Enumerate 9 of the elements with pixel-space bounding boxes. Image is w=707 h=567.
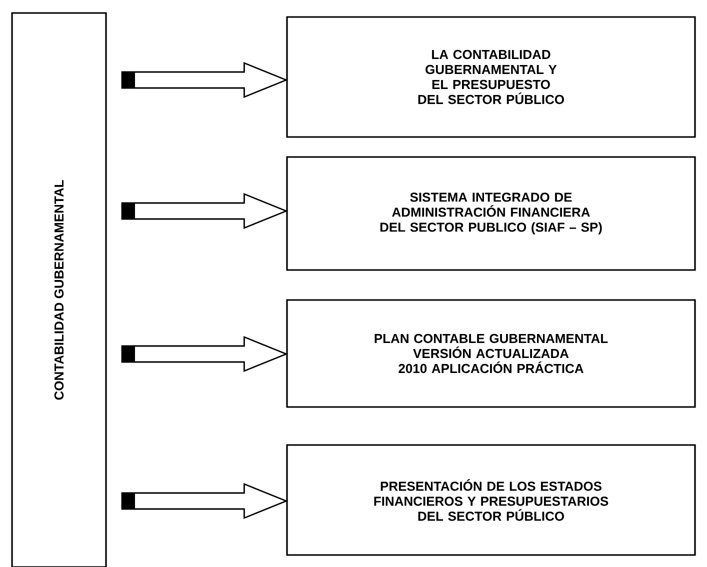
text-box: LA CONTABILIDAD GUBERNAMENTAL Y EL PRESUPUESTO DEL SECTOR PÚBLICO [286, 16, 696, 138]
block-arrow [121, 482, 288, 520]
text-box: SISTEMA INTEGRADO DE ADMINISTRACIÓN FINANCIERA DEL SECTOR PUBLICO (SIAF – SP) [286, 156, 696, 271]
block-arrow [121, 336, 288, 372]
block-arrow [121, 192, 288, 230]
text-box: PRESENTACIÓN DE LOS ESTADOS FINANCIEROS Y PRESUPUESTARIOS DEL SECTOR PÚBLICO [286, 444, 696, 556]
text-box: PLAN CONTABLE GUBERNAMENTAL VERSIÓN ACTUALIZADA 2010 APLICACIÓN PRÁCTICA [286, 299, 696, 408]
label-box: CONTABILIDAD GUBERNAMENTAL [11, 12, 107, 567]
block-arrow [121, 62, 288, 98]
